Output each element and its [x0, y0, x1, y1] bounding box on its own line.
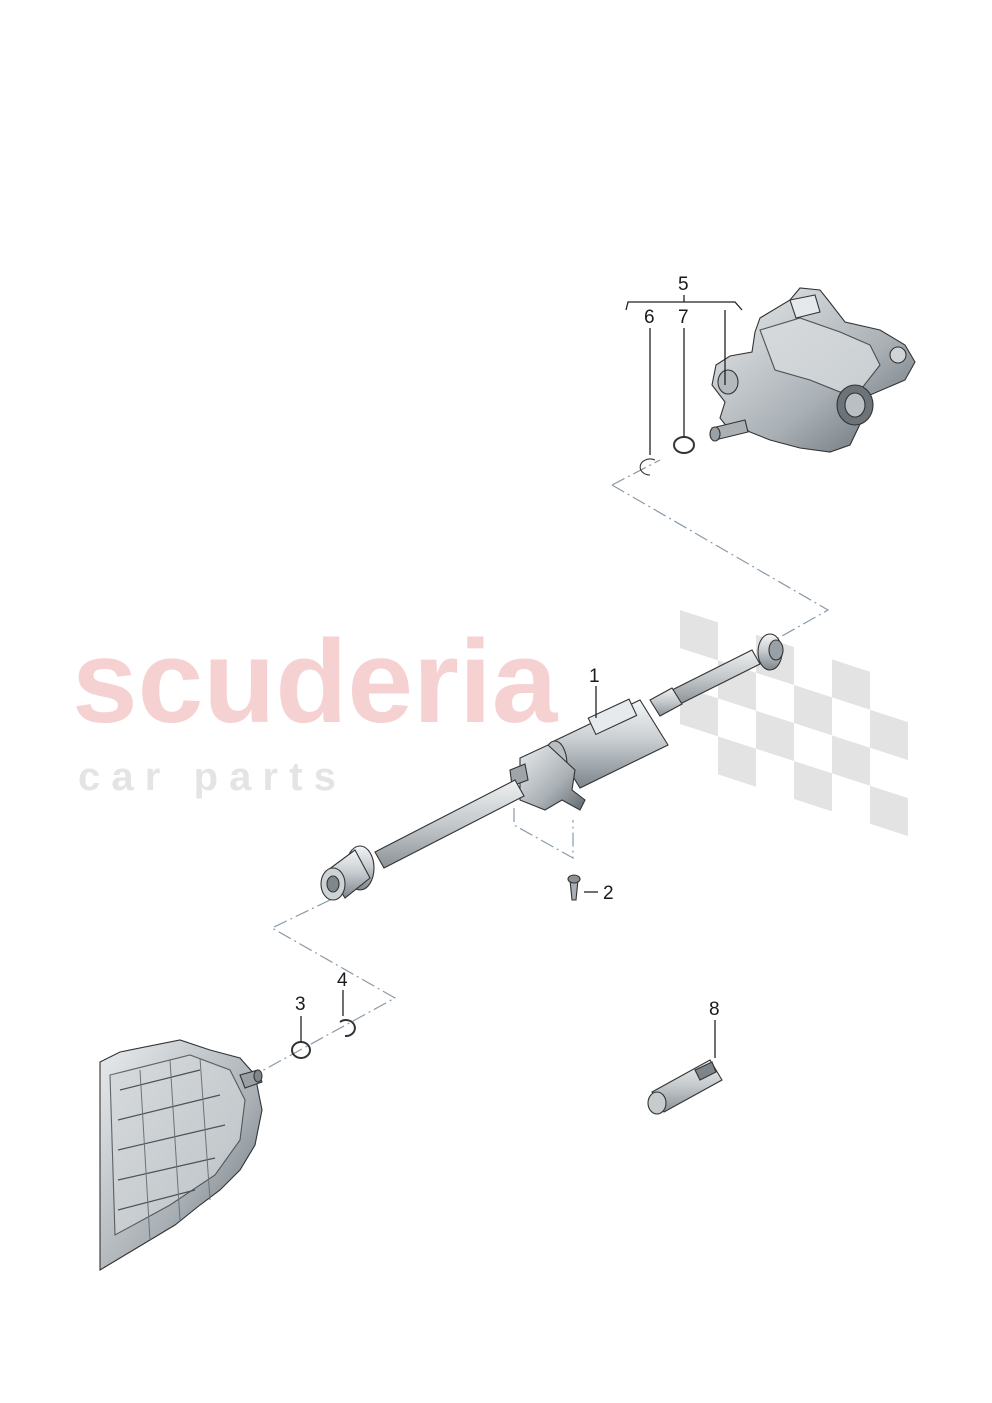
checkered-flag-logo: [680, 610, 908, 837]
circlip-rear: [639, 458, 656, 476]
grease-tube: [647, 1059, 723, 1115]
circlip-front: [339, 1019, 356, 1038]
callout-8: 8: [709, 999, 720, 1020]
callout-6: 6: [644, 307, 655, 328]
callout-5: 5: [678, 274, 689, 295]
callout-1: 1: [589, 666, 600, 687]
bolt: [567, 874, 581, 901]
watermark: scuderia c a r p a r t s: [72, 610, 908, 837]
propeller-shaft: [320, 633, 784, 901]
callout-4: 4: [337, 970, 348, 991]
callout-2: 2: [603, 883, 614, 904]
watermark-tagline: c a r p a r t s: [78, 755, 336, 799]
assembly-lines: [259, 459, 830, 1073]
leader-lines: [300, 295, 743, 1058]
watermark-brand: scuderia: [72, 616, 559, 748]
o-ring-rear: [673, 436, 695, 454]
transmission-housing: [99, 1039, 263, 1271]
final-drive-unit: [709, 287, 916, 453]
callout-3: 3: [295, 994, 306, 1015]
callout-7: 7: [678, 307, 689, 328]
callouts: 1 2 3 4 5 6 7 8: [295, 274, 720, 1020]
